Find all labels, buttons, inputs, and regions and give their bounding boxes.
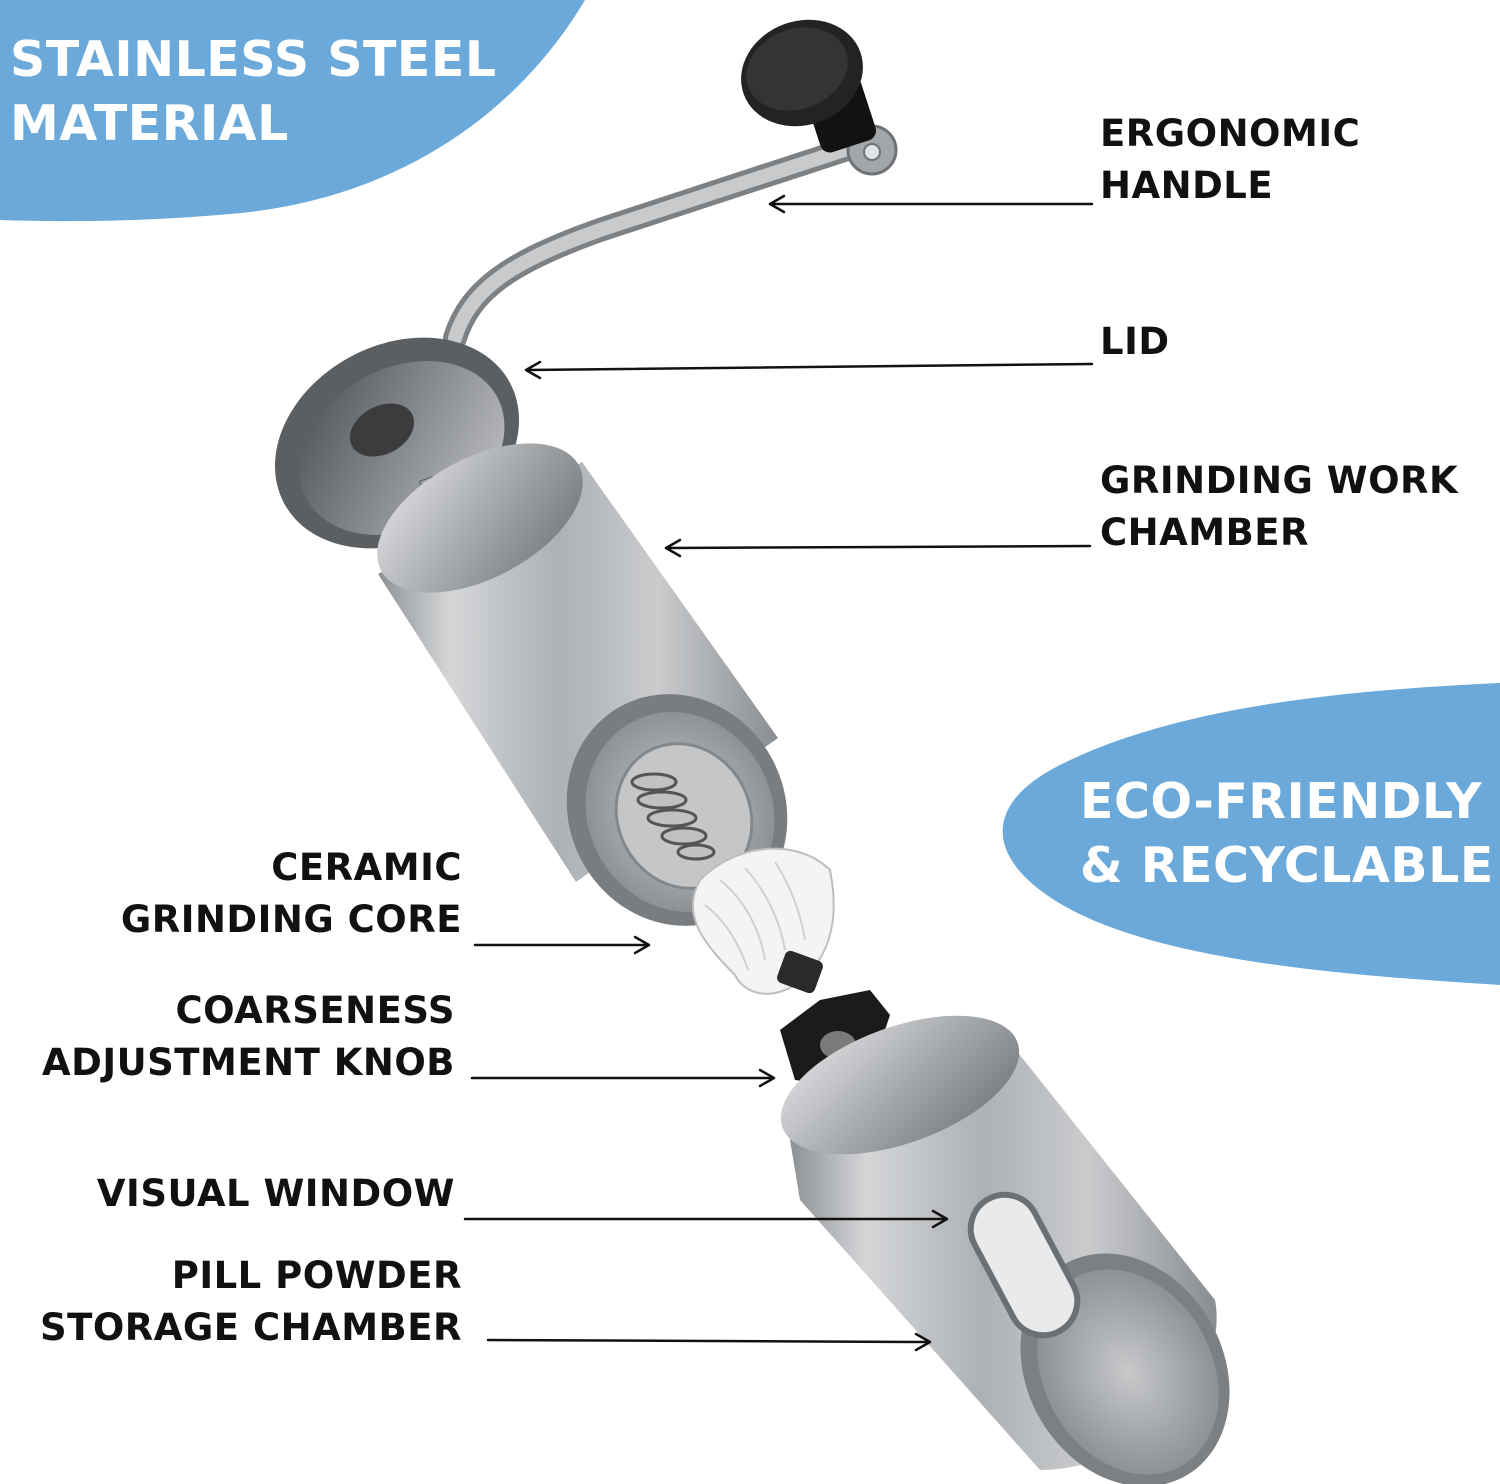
label-coarseness-adjustment-knob: COARSENESS ADJUSTMENT KNOB: [42, 985, 455, 1089]
label-line: PILL POWDER: [171, 1254, 462, 1297]
label-line: ERGONOMIC: [1100, 112, 1361, 155]
badge-line: & RECYCLABLE: [1080, 837, 1494, 894]
arrow-head-icon: [914, 1332, 932, 1352]
badge-line: STAINLESS STEEL: [10, 31, 497, 88]
label-line: LID: [1100, 320, 1170, 363]
label-line: VISUAL WINDOW: [96, 1172, 455, 1215]
label-line: CERAMIC: [271, 846, 462, 889]
callout-line-storage: [486, 1338, 930, 1344]
label-line: COARSENESS: [175, 989, 455, 1032]
label-line: GRINDING CORE: [120, 898, 462, 941]
callout-line-lid: [526, 362, 1094, 372]
top-left-badge: STAINLESS STEEL MATERIAL: [10, 28, 497, 156]
ceramic-grinding-core: [691, 847, 835, 995]
arrow-head-icon: [931, 1209, 949, 1229]
grinding-work-chamber: [377, 443, 788, 926]
badge-line: ECO-FRIENDLY: [1080, 773, 1482, 830]
right-badge: ECO-FRIENDLY & RECYCLABLE: [1080, 770, 1494, 898]
label-line: ADJUSTMENT KNOB: [41, 1041, 455, 1084]
label-line: GRINDING WORK: [1100, 459, 1459, 502]
label-visual-window: VISUAL WINDOW: [97, 1168, 455, 1220]
arrow-head-icon: [633, 935, 651, 955]
arrow-head-icon: [524, 360, 542, 380]
arrow-head-icon: [664, 538, 682, 558]
callout-line-chamber: [666, 544, 1092, 550]
label-ceramic-grinding-core: CERAMIC GRINDING CORE: [121, 842, 462, 946]
arrow-head-icon: [768, 194, 786, 214]
ergonomic-handle: [443, 19, 898, 350]
label-pill-powder-storage-chamber: PILL POWDER STORAGE CHAMBER: [40, 1250, 462, 1354]
top-left-badge-shape: [0, 0, 585, 222]
arrow-head-icon: [758, 1068, 776, 1088]
label-line: HANDLE: [1100, 164, 1274, 207]
label-line: STORAGE CHAMBER: [39, 1306, 462, 1349]
label-ergonomic-handle: ERGONOMIC HANDLE: [1100, 108, 1360, 212]
right-badge-shape: [1002, 683, 1500, 985]
badge-line: MATERIAL: [10, 95, 289, 152]
label-grinding-work-chamber: GRINDING WORK CHAMBER: [1100, 455, 1458, 559]
label-lid: LID: [1100, 316, 1170, 368]
label-line: CHAMBER: [1100, 511, 1310, 554]
visual-window: [967, 1191, 1081, 1339]
